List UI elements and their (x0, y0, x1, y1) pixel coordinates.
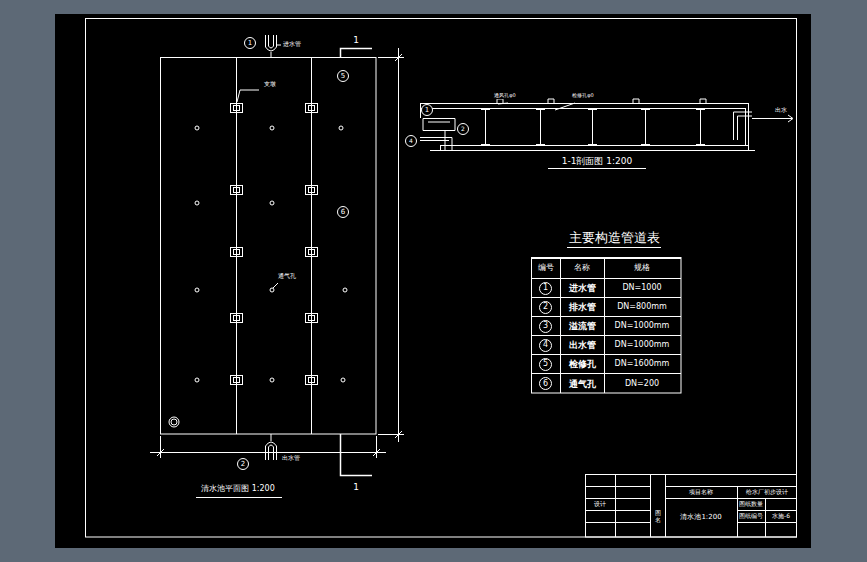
title-block-cell: 图名 (654, 510, 662, 523)
title-block-cell: 项目名称 (688, 489, 714, 496)
table-header: 规格 (633, 263, 651, 272)
callout-number: 4 (543, 341, 548, 349)
view-title: 1-1剖面图 1:200 (561, 156, 634, 166)
pipe-label: 出水管 (281, 455, 301, 462)
callout-number: 3 (543, 322, 548, 330)
pipe-label: 进水管 (282, 41, 302, 48)
callout-circle: 6 (337, 206, 349, 218)
table-cell: 溢流管 (568, 321, 597, 331)
callout-circle: 2 (539, 301, 552, 314)
title-block-cell: 图纸数量 (738, 501, 764, 507)
callout-number: 1 (248, 40, 252, 47)
table-cell: DN=1000mm (614, 340, 671, 349)
title-block-cell: 水施-6 (771, 513, 791, 520)
callout-circle: 5 (539, 358, 552, 371)
title-block-cell: 清水池1:200 (679, 513, 722, 521)
callout-circle: 1 (244, 37, 256, 49)
callout-circle: 5 (337, 70, 349, 82)
callout-number: 5 (341, 73, 345, 80)
callout-circle: 4 (539, 339, 552, 352)
view-title: 清水池平面图 1:200 (200, 484, 276, 493)
title-block-cell: 图纸编号 (738, 513, 764, 519)
callout-number: 2 (543, 303, 548, 311)
table-cell: DN=1000 (621, 283, 662, 292)
support-piers (231, 104, 318, 385)
callout-number: 2 (461, 126, 465, 132)
title-block-cell: 给水厂初步设计 (745, 489, 789, 496)
part-label: 支墩 (263, 81, 277, 88)
callout-circle: 6 (539, 377, 552, 390)
callout-circle: 4 (405, 135, 417, 147)
table-title: 主要构造管道表 (568, 231, 661, 246)
table-header: 编号 (537, 263, 555, 272)
callout-number: 6 (543, 380, 548, 388)
callout-circle: 2 (457, 123, 469, 135)
callout-circle: 1 (421, 104, 433, 116)
inlet-pipe (266, 35, 277, 57)
callout-number: 1 (543, 284, 548, 292)
vent-holes (195, 126, 347, 382)
section-mark: 1 (352, 35, 360, 45)
part-label: 检修孔φ0 (571, 93, 594, 99)
table-cell: 出水管 (568, 340, 597, 350)
table-cell: 进水管 (568, 283, 597, 293)
table-cell: 排水管 (568, 302, 597, 312)
pipe-label: 出水 (774, 107, 788, 114)
callout-number: 2 (241, 461, 245, 468)
title-block (585, 474, 797, 537)
callout-circle: 1 (539, 282, 552, 295)
part-label: 通风孔φ0 (493, 93, 516, 99)
section-mark: 1 (352, 482, 360, 492)
part-label: 通气孔 (277, 273, 297, 280)
callout-number: 4 (409, 138, 413, 144)
table-cell: 检修孔 (568, 359, 597, 369)
title-block-cell: 设计 (593, 501, 607, 508)
table-cell: DN=200 (624, 379, 660, 388)
callout-circle: 3 (539, 320, 552, 333)
outlet-pipe (266, 434, 277, 460)
table-cell: DN=1600mm (614, 359, 671, 368)
section-view (420, 99, 793, 151)
table-header: 名称 (573, 263, 591, 272)
table-cell: DN=800mm (616, 302, 668, 311)
table-cell: DN=1000mm (614, 321, 671, 330)
callout-circle: 2 (237, 458, 249, 470)
pipe-table (531, 248, 681, 394)
callout-number: 5 (543, 360, 548, 368)
callout-number: 6 (341, 209, 345, 216)
tank-outline (161, 58, 377, 435)
callout-number: 1 (425, 107, 429, 114)
table-cell: 通气孔 (568, 378, 597, 388)
